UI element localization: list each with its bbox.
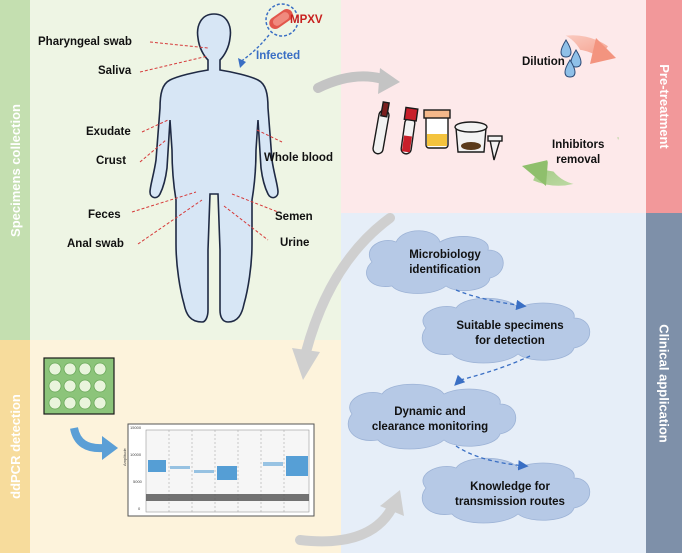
mpxv-label: MPXV [290,14,323,26]
clinical-step-4: Knowledge for transmission routes [440,480,580,510]
label-saliva: Saliva [98,65,132,77]
clinical-step-1-line1: Microbiology [409,249,481,261]
pretreatment-cycle [511,31,619,186]
inhibitors-line1: Inhibitors [552,139,605,151]
infected-label: Infected [256,50,301,62]
label-anal-swab: Anal swab [67,238,124,250]
label-semen: Semen [275,211,313,223]
label-exudate: Exudate [86,126,131,138]
clinical-step-4-line2: transmission routes [455,496,565,508]
clinical-step-1: Microbiology identification [395,248,495,278]
specimen-leader-lines [131,41,283,245]
curved-arrow-icon [70,427,118,460]
flow-arrow-to-ddpcr [292,213,395,380]
label-feces: Feces [88,209,121,221]
flow-arrow-to-clinical [295,490,404,547]
label-pharyngeal-swab: Pharyngeal swab [38,36,132,48]
clinical-step-2: Suitable specimens for detection [440,319,580,349]
clinical-flow-arrows [454,289,531,471]
clinical-step-2-line2: for detection [475,335,545,347]
clinical-step-4-line1: Knowledge for [470,481,550,493]
mpxv-virus-icon [265,3,299,37]
inhibitors-removal-label: Inhibitors removal [552,138,604,168]
dilution-label: Dilution [522,56,565,68]
label-urine: Urine [280,237,310,249]
specimen-tubes-icon [372,101,503,161]
clinical-step-3-line1: Dynamic and [394,406,466,418]
ddpcr-y-axis-label: Amplitude [122,448,127,466]
ddpcr-detection-bar: ddPCR detection [0,340,30,553]
ddpcr-amplitude-plot [127,423,315,517]
label-crust: Crust [96,155,127,167]
water-drops-icon [560,39,582,78]
ddpcr-y-tick-5000: 5000 [133,479,142,484]
clinical-step-2-line1: Suitable specimens [456,320,564,332]
clinical-step-3-line2: clearance monitoring [371,421,489,433]
ddpcr-y-tick-15000: 15000 [130,425,142,430]
pretreatment-bar: Pre-treatment [646,0,682,213]
inhibitors-line2: removal [556,154,601,166]
specimens-collection-bar: Specimens collection [0,0,30,340]
clinical-step-3: Dynamic and clearance monitoring [360,405,500,435]
ddpcr-y-tick-10000: 10000 [130,452,142,457]
clinical-step-1-line2: identification [409,264,481,276]
well-plate-icon [43,357,115,415]
flow-arrow-to-pretreatment [313,68,400,94]
label-whole-blood: Whole blood [264,152,333,164]
clinical-application-bar: Clinical application [646,213,682,553]
human-body-icon [149,13,279,323]
clinical-clouds [347,230,591,524]
ddpcr-y-tick-0: 0 [138,506,141,511]
